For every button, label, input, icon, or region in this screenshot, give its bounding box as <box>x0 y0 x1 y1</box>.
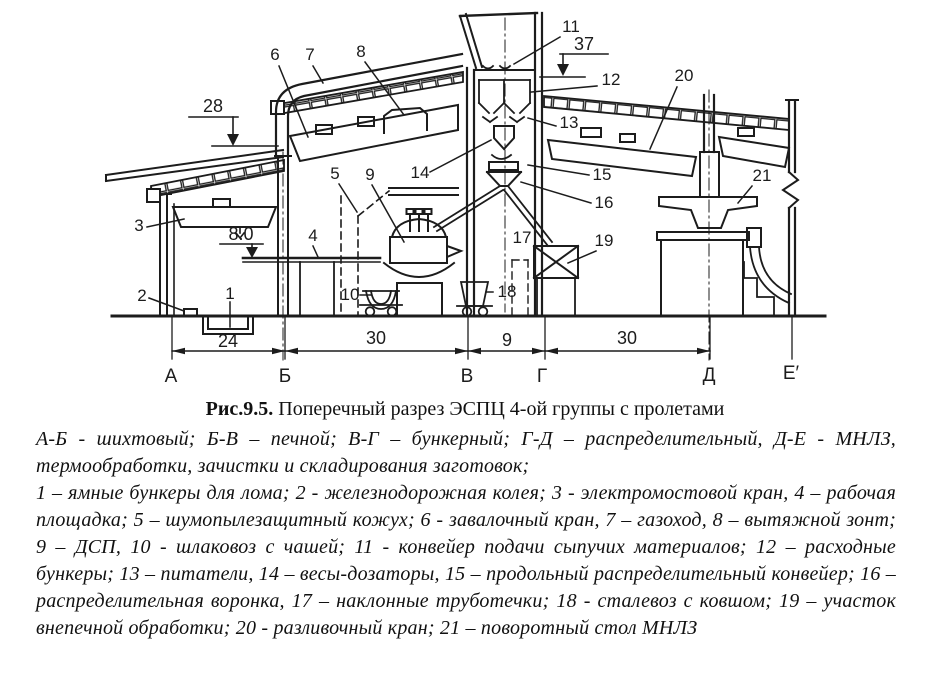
elevation-8-0: 8.0 <box>228 224 253 244</box>
label-8: 8 <box>356 42 365 61</box>
legend-bay-names: А-Б - шихтовый; Б-В – печной; В-Г – бунк… <box>36 428 896 477</box>
label-17: 17 <box>513 228 532 247</box>
axis-e-prime: Е′ <box>783 363 800 384</box>
label-6: 6 <box>270 45 279 64</box>
label-20: 20 <box>675 66 694 85</box>
bridge-crane-3 <box>171 206 278 228</box>
axis-a: А <box>165 366 178 387</box>
axis-d: Д <box>703 365 716 386</box>
figure-caption: Рис.9.5. Поперечный разрез ЭСПЦ 4-ой гру… <box>0 398 930 421</box>
label-7: 7 <box>305 45 314 64</box>
axis-b: Б <box>279 366 291 387</box>
exhaust-hood-8 <box>383 106 428 134</box>
label-19: 19 <box>595 231 614 250</box>
shop-cross-section-svg: 1 2 3 4 5 6 7 8 9 10 11 12 13 14 15 16 1… <box>104 11 827 387</box>
elevation-37: 37 <box>574 34 594 54</box>
feed-conveyor-11 <box>481 64 512 70</box>
dimension-labels: 24 30 9 30 <box>218 328 637 351</box>
axis-letters: А Б В Г Д Е′ <box>165 363 800 387</box>
slag-car-10 <box>359 289 403 317</box>
charging-crane-6 <box>288 103 459 163</box>
storage-bunkers-12 <box>477 79 532 115</box>
dim-9: 9 <box>502 330 512 350</box>
cross-section-diagram: 1 2 3 4 5 6 7 8 9 10 11 12 13 14 15 16 1… <box>104 11 827 387</box>
legend-item-list: 1 – ямные бункеры для лома; 2 - железнод… <box>36 482 896 639</box>
bunker-tower <box>432 11 580 318</box>
label-10: 10 <box>341 285 360 304</box>
label-15: 15 <box>593 165 612 184</box>
dim-30-b: 30 <box>617 328 637 348</box>
label-18: 18 <box>498 282 517 301</box>
label-16: 16 <box>595 193 614 212</box>
scrap-pit-bunker-1 <box>202 315 254 335</box>
elevation-labels: 28 37 8.0 <box>203 34 594 244</box>
label-21: 21 <box>753 166 772 185</box>
weigh-doser-14 <box>493 125 515 151</box>
figure-number: Рис.9.5. <box>205 398 274 420</box>
casting-bay <box>656 89 800 361</box>
furnace-bay-roof <box>278 70 464 116</box>
furnace-bay <box>241 52 464 361</box>
elevation-28: 28 <box>203 96 223 116</box>
label-13: 13 <box>560 113 579 132</box>
label-2: 2 <box>137 286 146 305</box>
label-14: 14 <box>411 163 430 182</box>
label-4: 4 <box>308 226 317 245</box>
casting-crane-20 <box>546 138 698 178</box>
figure-title: Поперечный разрез ЭСПЦ 4-ой группы с про… <box>273 398 725 420</box>
ladle-treatment-19 <box>532 244 580 317</box>
railway-track-2 <box>183 308 198 317</box>
noise-casing-5 <box>340 189 391 317</box>
label-11: 11 <box>562 17 580 36</box>
distribution-bay-roof <box>543 95 790 131</box>
axis-g: Г <box>537 366 547 387</box>
distribution-conveyor-15 <box>488 161 519 171</box>
feeders-13 <box>481 115 526 124</box>
label-12: 12 <box>602 70 621 89</box>
arc-furnace-9 <box>382 208 464 317</box>
dim-30-a: 30 <box>366 328 386 348</box>
leader-lines <box>146 35 754 328</box>
inclined-chutes-17 <box>432 184 554 248</box>
distribution-funnel-16 <box>485 170 523 187</box>
axis-v: В <box>461 366 474 387</box>
ladle-car-18 <box>456 281 493 317</box>
label-9: 9 <box>365 165 374 184</box>
label-3: 3 <box>134 216 143 235</box>
break-symbol <box>781 170 800 210</box>
elevation-marks <box>188 53 609 258</box>
ccm-turntable-21 <box>656 151 758 317</box>
label-1: 1 <box>225 284 234 303</box>
gas-duct-7 <box>274 52 464 156</box>
dimension-arrowheads <box>172 347 710 355</box>
dim-24: 24 <box>218 331 238 351</box>
scrap-bay <box>104 148 285 335</box>
label-5: 5 <box>330 164 339 183</box>
part-number-labels: 1 2 3 4 5 6 7 8 9 10 11 12 13 14 15 16 1… <box>134 17 771 305</box>
